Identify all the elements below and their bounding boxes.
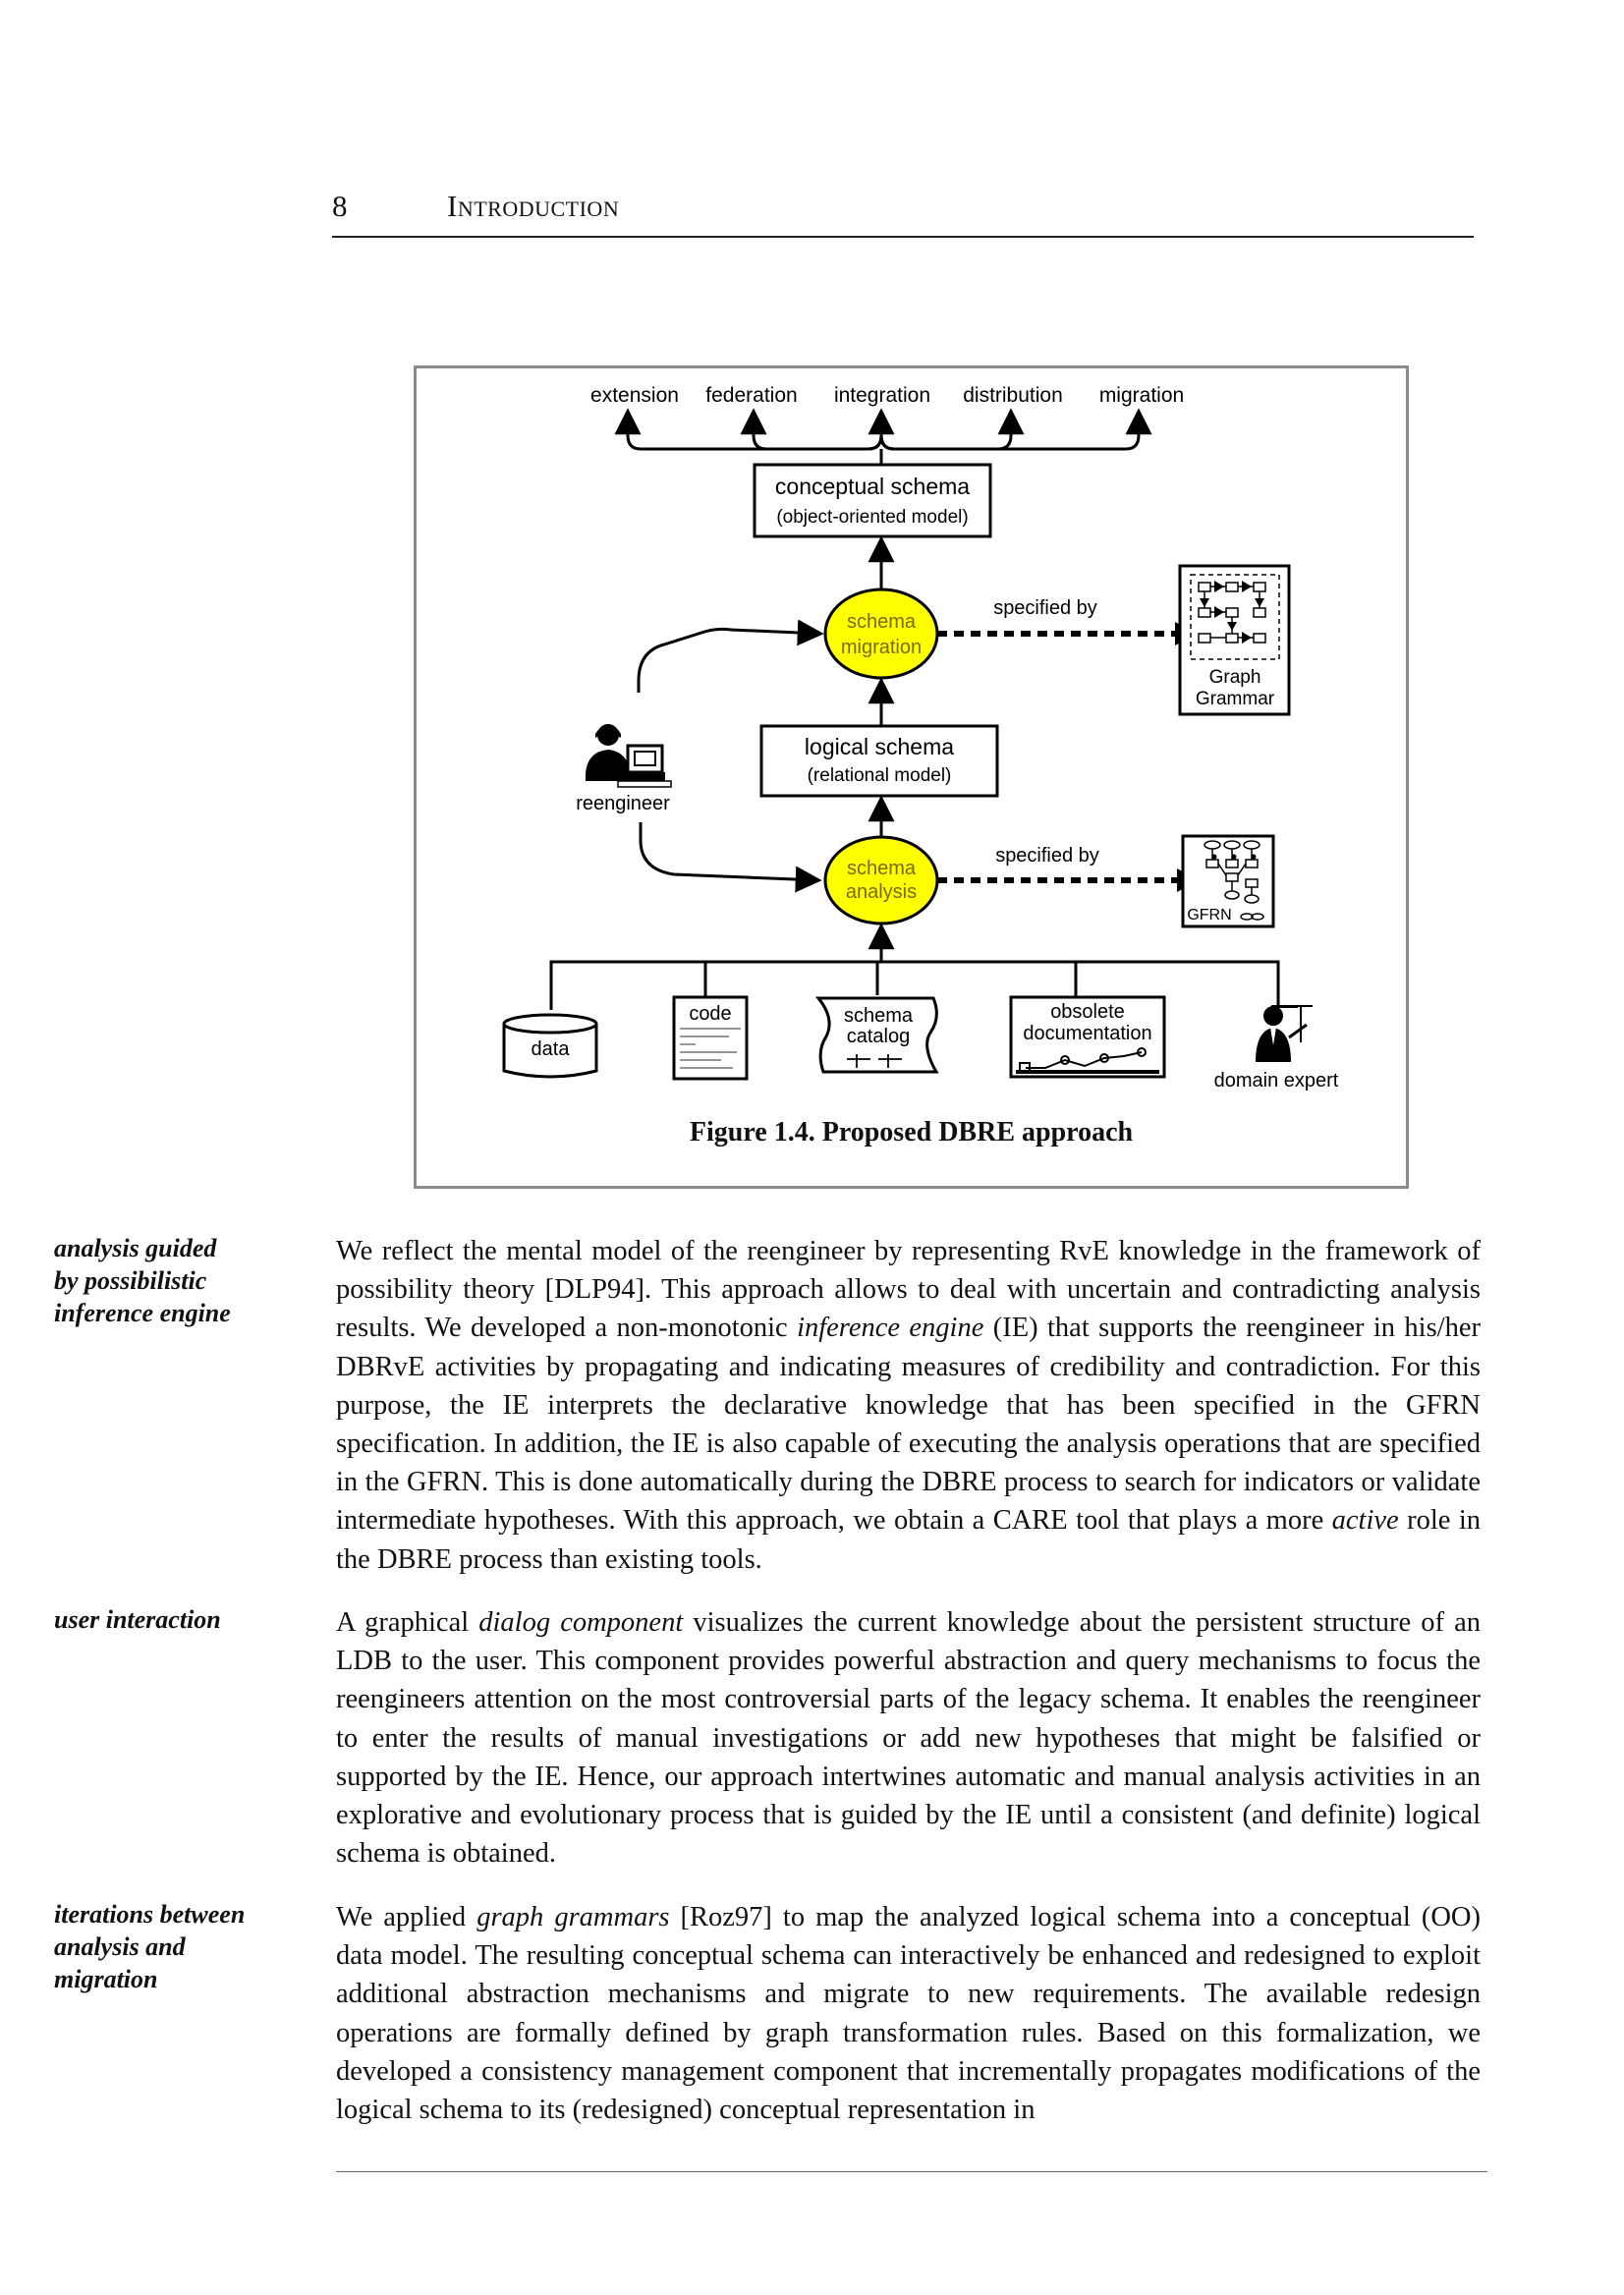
- margin-note-line: iterations between: [54, 1900, 246, 1929]
- schema-migration-line1: schema: [847, 611, 917, 633]
- footer-rule: [336, 2171, 1487, 2172]
- figure-1-4: extension federation integration distrib…: [414, 365, 1409, 1189]
- domain-expert-label: domain expert: [1214, 1070, 1339, 1092]
- logical-schema-title: logical schema: [805, 734, 954, 759]
- text-segment: role in the DBRE process than existing t…: [336, 1505, 1481, 1575]
- conceptual-schema-title: conceptual schema: [775, 474, 970, 499]
- graph-grammar-line2: Grammar: [1196, 689, 1275, 709]
- schema-catalog-line2: catalog: [847, 1026, 911, 1047]
- paragraph-graph-grammars: We applied graph grammars [Roz97] to map…: [336, 1898, 1481, 2129]
- italic-term: active: [1331, 1505, 1399, 1537]
- dbre-diagram: extension federation integration distrib…: [502, 384, 1339, 1092]
- figure-caption: Figure 1.4. Proposed DBRE approach: [689, 1117, 1134, 1148]
- margin-note-line: migration: [54, 1965, 158, 1993]
- obsolete-documentation-line1: obsolete: [1050, 1001, 1125, 1023]
- schema-analysis-line1: schema: [847, 858, 917, 879]
- graph-grammar-icon: Graph Grammar: [1178, 564, 1291, 716]
- margin-note-iterations: iterations between analysis and migratio…: [54, 1898, 270, 1995]
- fan-out-arrows: [614, 408, 1152, 465]
- reengineer-icon: [586, 724, 672, 788]
- chapter-title: Introduction: [447, 189, 620, 223]
- domain-expert-icon: [1256, 1005, 1313, 1062]
- italic-term: inference engine: [797, 1313, 984, 1344]
- schema-migration-ellipse: [823, 588, 939, 680]
- margin-note-analysis: analysis guided by possibilistic inferen…: [54, 1232, 270, 1329]
- paragraph-inference-engine: We reflect the mental model of the reeng…: [336, 1232, 1481, 1579]
- gfrn-label: GFRN: [1187, 907, 1231, 924]
- schema-catalog-glyph: [847, 1054, 902, 1068]
- margin-note-line: inference engine: [54, 1299, 231, 1327]
- italic-term: graph grammars: [476, 1902, 670, 1932]
- schema-analysis-line2: analysis: [846, 881, 917, 903]
- label-federation: federation: [705, 384, 797, 407]
- specified-by-bottom: specified by: [995, 845, 1099, 867]
- text-segment: [Roz97] to map the analyzed logical sche…: [336, 1902, 1481, 2126]
- text-segment: (IE) that supports the reengineer in his…: [336, 1313, 1481, 1537]
- text-segment: We applied: [336, 1902, 477, 1932]
- code-label: code: [689, 1003, 731, 1025]
- label-integration: integration: [834, 384, 930, 407]
- schema-catalog-line1: schema: [844, 1005, 914, 1027]
- label-distribution: distribution: [963, 384, 1063, 407]
- conceptual-schema-subtitle: (object-oriented model): [776, 507, 968, 528]
- data-label: data: [532, 1038, 571, 1060]
- running-head: 8 Introduction: [332, 185, 1474, 238]
- schema-analysis-ellipse: [823, 835, 939, 925]
- margin-note-user-interaction: user interaction: [54, 1603, 270, 1636]
- schema-catalog-scroll: [814, 996, 939, 1074]
- obsolete-documentation-box: [1009, 995, 1166, 1079]
- text-segment: A graphical: [336, 1607, 479, 1638]
- label-extension: extension: [590, 384, 679, 407]
- logical-schema-subtitle: (relational model): [808, 765, 952, 786]
- graph-grammar-line1: Graph: [1209, 667, 1261, 688]
- page-number: 8: [332, 189, 348, 223]
- sources-bus: [549, 923, 1280, 1010]
- text-segment: We reflect the mental model of the reeng…: [336, 1236, 1481, 1344]
- label-migration: migration: [1099, 384, 1184, 407]
- margin-note-line: analysis and: [54, 1932, 186, 1961]
- specified-by-top: specified by: [993, 597, 1097, 619]
- gfrn-icon: GFRN: [1181, 834, 1275, 928]
- code-document: [672, 995, 749, 1081]
- paragraph-dialog-component: A graphical dialog component visualizes …: [336, 1603, 1481, 1873]
- text-segment: visualizes the current knowledge about t…: [336, 1607, 1481, 1870]
- margin-note-line: by possibilistic: [54, 1266, 207, 1295]
- italic-term: dialog component: [478, 1607, 684, 1638]
- conceptual-schema-box: [753, 463, 992, 538]
- reengineer-label: reengineer: [576, 793, 670, 814]
- margin-note-line: analysis guided: [54, 1234, 217, 1262]
- margin-note-line: user interaction: [54, 1605, 221, 1634]
- obsolete-documentation-line2: documentation: [1023, 1023, 1151, 1044]
- schema-migration-line2: migration: [841, 637, 922, 658]
- data-cylinder: [502, 1013, 598, 1079]
